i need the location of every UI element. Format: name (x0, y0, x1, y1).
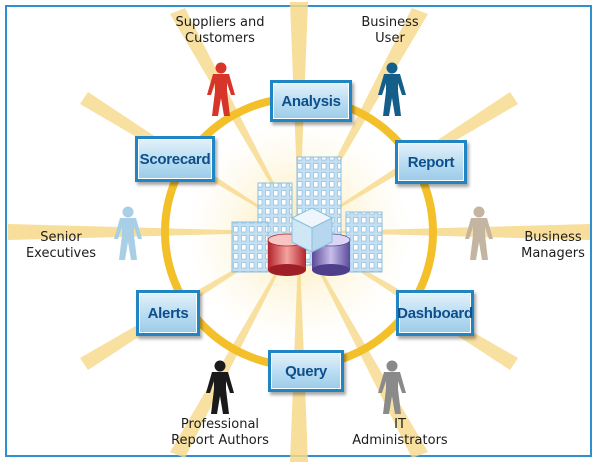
node-scorecard: Scorecard (135, 136, 215, 182)
person-icon-senior-executives (114, 206, 142, 260)
person-figure (378, 62, 406, 116)
person-icon-business-managers (465, 206, 493, 260)
building (231, 221, 269, 273)
person-figure (207, 62, 235, 116)
label-business-managers: Business Managers (521, 230, 585, 261)
database-cylinder-base (268, 264, 306, 276)
person-icon-it-administrators (378, 360, 406, 414)
data-cube-right (311, 217, 333, 253)
building (345, 211, 383, 273)
data-warehouse-illustration (231, 156, 383, 276)
person-icon-suppliers-customers (207, 62, 235, 116)
node-report: Report (395, 140, 467, 184)
person-figure (378, 360, 406, 414)
label-senior-executives: Senior Executives (25, 230, 97, 261)
ray (290, 232, 308, 462)
node-query: Query (268, 350, 344, 392)
person-figure (465, 206, 493, 260)
label-business-user: Business User (361, 15, 419, 46)
node-analysis: Analysis (270, 80, 352, 122)
ray (170, 8, 299, 232)
label-professional-report-authors: Professional Report Authors (171, 417, 269, 448)
label-suppliers-customers: Suppliers and Customers (175, 15, 265, 46)
ray (8, 224, 299, 240)
person-icon-business-user (378, 62, 406, 116)
ray (299, 224, 590, 240)
node-dashboard: Dashboard (396, 290, 474, 336)
person-icon-professional-report-authors (206, 360, 234, 414)
database-cylinder-base (312, 264, 350, 276)
person-figure (206, 360, 234, 414)
node-alerts: Alerts (136, 290, 200, 336)
label-it-administrators: IT Administrators (352, 417, 448, 448)
person-figure (114, 206, 142, 260)
